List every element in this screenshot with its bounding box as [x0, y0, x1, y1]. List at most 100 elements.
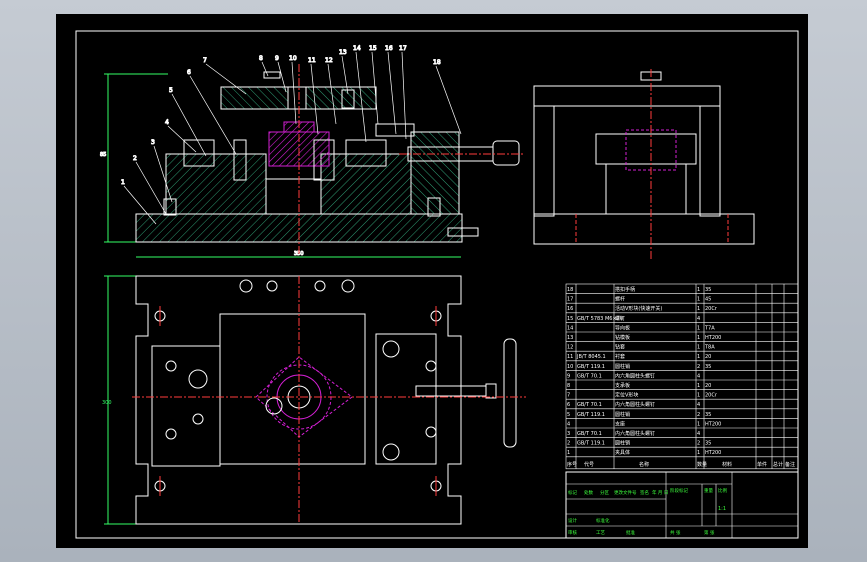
bom-cell-qty: 4	[697, 431, 700, 437]
bom-cell-name: 内六角圆柱头螺钉	[615, 430, 655, 437]
bom-cell-code: GB/T 70.1	[577, 373, 602, 379]
bom-cell-no: 3	[567, 431, 570, 437]
title-block-label: 共 张	[670, 529, 681, 536]
bom-cell-mat: 35	[705, 441, 711, 447]
bom-cell-code: GB/T 119.1	[577, 441, 605, 447]
bom-cell-no: 16	[567, 306, 573, 312]
bom-cell-mat: HT200	[705, 450, 721, 456]
title-block: 1:1 标记处数分区更改文件号签名年 月 日设计标准化阶段标记重量比例审核工艺批…	[565, 471, 799, 539]
bom-header-total: 总计	[773, 461, 783, 468]
balloon-label: 12	[325, 57, 333, 64]
bom-cell-no: 12	[567, 345, 573, 351]
bom-cell-name: 螺杆	[615, 296, 625, 303]
bom-cell-name: 内六角圆柱头螺钉	[615, 372, 655, 379]
bom-cell-qty: 1	[697, 450, 700, 456]
bom-cell-qty: 1	[697, 287, 700, 293]
bom-cell-mat: T8A	[704, 345, 715, 351]
balloon-label: 10	[289, 55, 297, 62]
bom-cell-name: 钻模板	[615, 334, 630, 341]
title-block-label: 审核	[568, 529, 577, 536]
bom-cell-name: 钻套	[615, 344, 625, 351]
title-block-label: 阶段标记	[670, 487, 688, 494]
title-block-label: 处数	[584, 489, 593, 496]
bom-cell-qty: 4	[697, 316, 700, 322]
bom-cell-no: 10	[567, 364, 573, 370]
balloon-label: 1	[121, 179, 125, 186]
bom-cell-name: 支承板	[615, 382, 630, 389]
bom-cell-no: 9	[567, 373, 570, 379]
title-block-label: 标记	[568, 489, 577, 496]
bom-header-name: 名称	[639, 461, 649, 468]
bom-cell-no: 5	[567, 412, 570, 418]
bom-cell-code: GB/T 119.1	[577, 364, 605, 370]
bom-cell-name: 支座	[615, 420, 625, 427]
title-block-label: 设计	[568, 517, 577, 524]
bom-cell-qty: 2	[697, 412, 700, 418]
bom-cell-no: 8	[567, 383, 570, 389]
bom-cell-qty: 2	[697, 364, 700, 370]
dim-height: 85	[100, 152, 106, 158]
bom-cell-name: 圆柱销	[615, 363, 630, 370]
bom-cell-qty: 1	[697, 421, 700, 427]
balloon-label: 15	[369, 45, 377, 52]
bom-cell-no: 11	[567, 354, 573, 360]
balloon-label: 14	[353, 45, 361, 52]
title-block-label: 分区	[600, 489, 609, 496]
bom-cell-mat: 35	[705, 412, 711, 418]
balloon-label: 16	[385, 45, 393, 52]
balloon-label: 17	[399, 45, 407, 52]
bom-cell-name: 圆柱销	[615, 411, 630, 418]
bom-cell-code: JB/T 8045.1	[576, 354, 606, 360]
balloon-label: 6	[187, 69, 191, 76]
bom-header-qty: 数量	[697, 461, 707, 468]
bom-cell-no: 13	[567, 335, 573, 341]
title-block-label: 年 月 日	[652, 489, 668, 496]
balloon-label: 18	[433, 59, 441, 66]
bom-cell-no: 6	[567, 402, 570, 408]
bom-cell-name: 内六角圆柱头螺钉	[615, 401, 655, 408]
bom-cell-mat: 35	[705, 287, 711, 293]
bom-cell-mat: HT200	[705, 421, 721, 427]
bom-cell-name: 衬套	[615, 353, 625, 360]
bom-cell-code: GB/T 70.1	[577, 402, 602, 408]
bom-cell-no: 18	[567, 287, 573, 293]
dim-overall: 300	[102, 400, 112, 406]
side-view	[533, 69, 755, 259]
title-block-label: 第 张	[704, 529, 715, 536]
drawing-sheet: 85 350	[56, 14, 808, 548]
bom-cell-name: 夹具体	[615, 449, 630, 456]
bom-cell-mat: T7A	[704, 325, 715, 331]
bom-cell-mat: 45	[705, 297, 711, 303]
bom-cell-qty: 1	[697, 325, 700, 331]
title-block-label: 比例	[718, 487, 727, 494]
bom-cell-no: 4	[567, 421, 570, 427]
bom-cell-name: 定位V形块	[615, 392, 638, 399]
bom-cell-no: 17	[567, 297, 573, 303]
top-view: 300	[102, 275, 526, 525]
scale-value: 1:1	[718, 506, 726, 512]
balloon-label: 5	[169, 87, 173, 94]
cad-drawing: 85 350	[75, 30, 799, 539]
bom-cell-qty: 1	[697, 383, 700, 389]
bom-cell-qty: 1	[697, 354, 700, 360]
bom-cell-qty: 1	[697, 345, 700, 351]
bom-cell-qty: 1	[697, 335, 700, 341]
title-block-label: 更改文件号	[614, 489, 637, 496]
bom-cell-no: 14	[567, 325, 573, 331]
bom-header-no: 序号	[567, 461, 577, 468]
bom-cell-code: GB/T 119.1	[577, 412, 605, 418]
bom-cell-mat: 20	[705, 354, 711, 360]
title-block-label: 重量	[704, 487, 713, 494]
title-block-label: 标准化	[596, 517, 610, 524]
balloon-label: 8	[259, 55, 263, 62]
bom-cell-mat: HT200	[705, 335, 721, 341]
title-block-label: 工艺	[596, 530, 605, 536]
bom-cell-mat: 20Cr	[705, 306, 718, 312]
bom-header-code: 代号	[584, 461, 594, 468]
bom-cell-name: 导向板	[615, 324, 630, 331]
balloon-label: 11	[308, 57, 316, 64]
balloon-label: 9	[275, 55, 279, 62]
bom-cell-qty: 1	[697, 306, 700, 312]
bom-cell-qty: 4	[697, 373, 700, 379]
